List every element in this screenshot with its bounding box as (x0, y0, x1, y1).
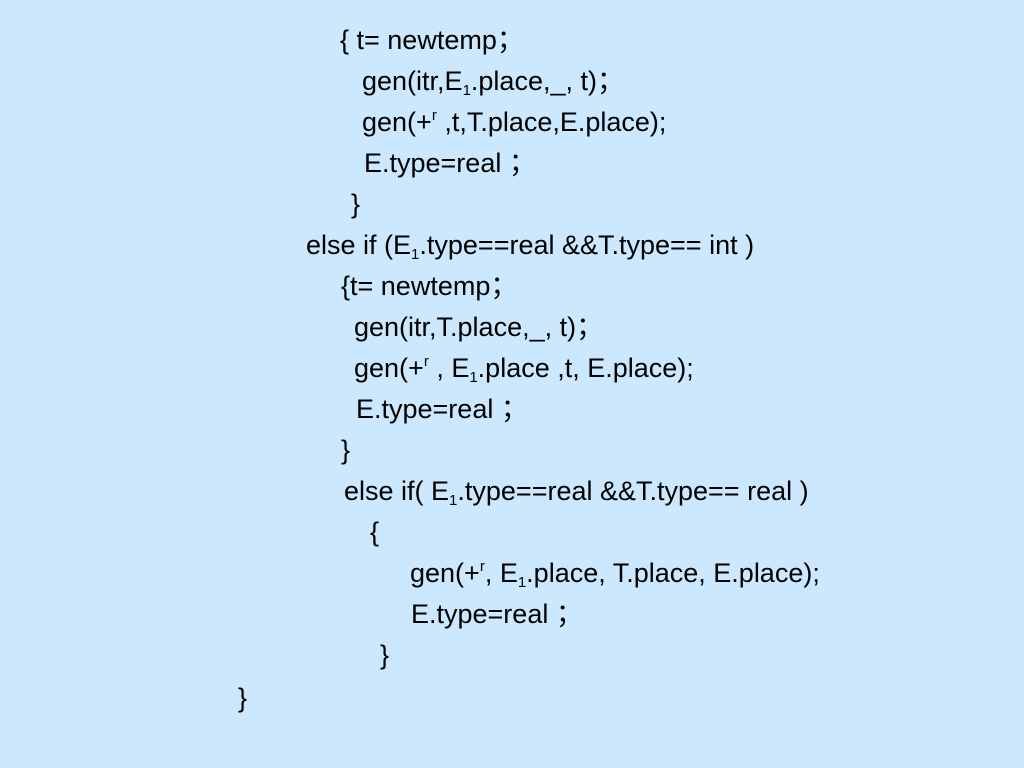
code-line: else if (E1.type==real &&T.type== int ) (306, 225, 754, 265)
code-text: gen(+ (410, 558, 480, 588)
code-line: { t= newtemp； (340, 20, 524, 60)
code-line: gen(itr,T.place,_, t)； (354, 307, 603, 347)
code-text: .type==real &&T.type== real ) (457, 476, 809, 506)
code-text: E.type=real ； (411, 599, 583, 629)
superscript: r (423, 353, 429, 370)
code-line: gen(itr,E1.place,_, t)； (362, 61, 624, 101)
code-text: E.type=real ； (356, 394, 528, 424)
code-line: E.type=real ； (364, 143, 536, 183)
superscript: r (431, 107, 437, 124)
code-line: } (380, 635, 389, 675)
code-text: gen(itr,E (362, 66, 463, 96)
code-line: E.type=real ； (356, 389, 528, 429)
code-line: gen(+r, E1.place, T.place, E.place); (410, 553, 820, 593)
code-text: E.type=real ； (364, 148, 536, 178)
code-line: else if( E1.type==real &&T.type== real ) (344, 471, 809, 511)
code-text: gen(+ (354, 353, 424, 383)
subscript: 1 (462, 82, 471, 99)
subscript: 1 (411, 246, 420, 263)
code-line: gen(+r , E1.place ,t, E.place); (354, 348, 694, 388)
code-line: E.type=real ； (411, 594, 583, 634)
code-text: } (380, 640, 390, 670)
code-text: gen(itr,T.place,_, t)； (354, 312, 604, 342)
code-text: { (370, 517, 380, 547)
subscript: 1 (449, 492, 458, 509)
code-text: } (238, 683, 248, 713)
code-text: gen(+ (362, 107, 432, 137)
code-text: } (351, 189, 361, 219)
code-text: .place, T.place, E.place); (526, 558, 820, 588)
code-text: .place ,t, E.place); (477, 353, 694, 383)
code-text: {t= newtemp； (341, 271, 518, 301)
code-line: { (370, 512, 379, 552)
code-text: else if (E (306, 230, 412, 260)
code-text: .type==real &&T.type== int ) (419, 230, 755, 260)
code-text: } (341, 435, 351, 465)
superscript: r (479, 558, 485, 575)
code-text: { t= newtemp； (340, 25, 524, 55)
code-line: gen(+r ,t,T.place,E.place); (362, 102, 666, 142)
code-text: else if( E (344, 476, 450, 506)
code-line: } (351, 184, 360, 224)
code-line: } (341, 430, 350, 470)
code-text: , E (484, 558, 518, 588)
subscript: 1 (469, 369, 478, 386)
code-line: {t= newtemp； (341, 266, 517, 306)
code-text: ,t,T.place,E.place); (436, 107, 667, 137)
code-line: } (238, 678, 247, 718)
code-text: , E (428, 353, 470, 383)
code-text: .place,_, t)； (470, 66, 624, 96)
subscript: 1 (517, 574, 527, 591)
